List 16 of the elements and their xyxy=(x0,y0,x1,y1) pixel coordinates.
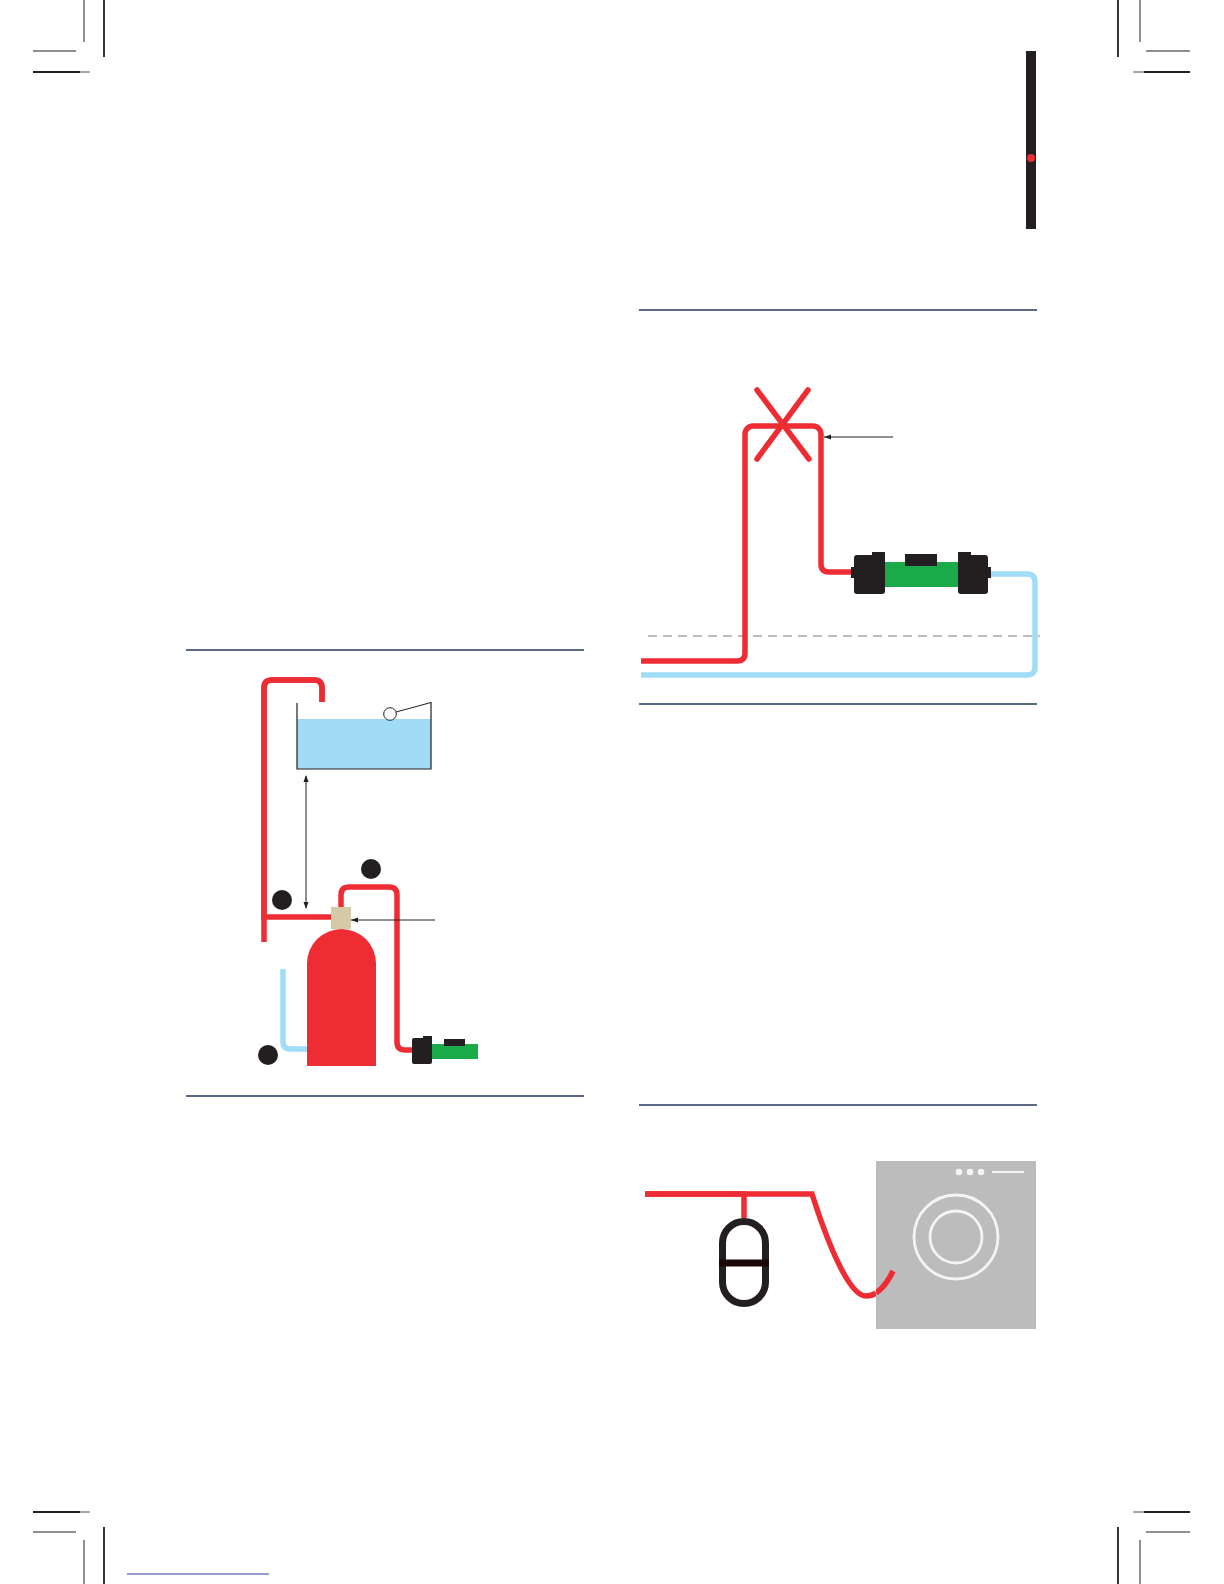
leader-arrow xyxy=(350,917,436,923)
valve-cap xyxy=(331,907,351,929)
pipe-loop xyxy=(742,423,824,500)
pipe xyxy=(280,969,307,1052)
pipe xyxy=(641,571,1038,678)
capsule-valve xyxy=(719,1218,769,1307)
inline-filter-drawing xyxy=(851,552,991,594)
pipe xyxy=(261,677,325,942)
pipe xyxy=(641,500,748,664)
pipe xyxy=(338,884,412,1053)
inline-filter-drawing xyxy=(412,1036,478,1064)
leader-arrow xyxy=(823,434,894,440)
pipe xyxy=(645,1191,878,1299)
cylinder-tank xyxy=(307,929,376,1066)
water-tank xyxy=(296,702,432,770)
washing-machine-drawing xyxy=(876,1161,1036,1329)
